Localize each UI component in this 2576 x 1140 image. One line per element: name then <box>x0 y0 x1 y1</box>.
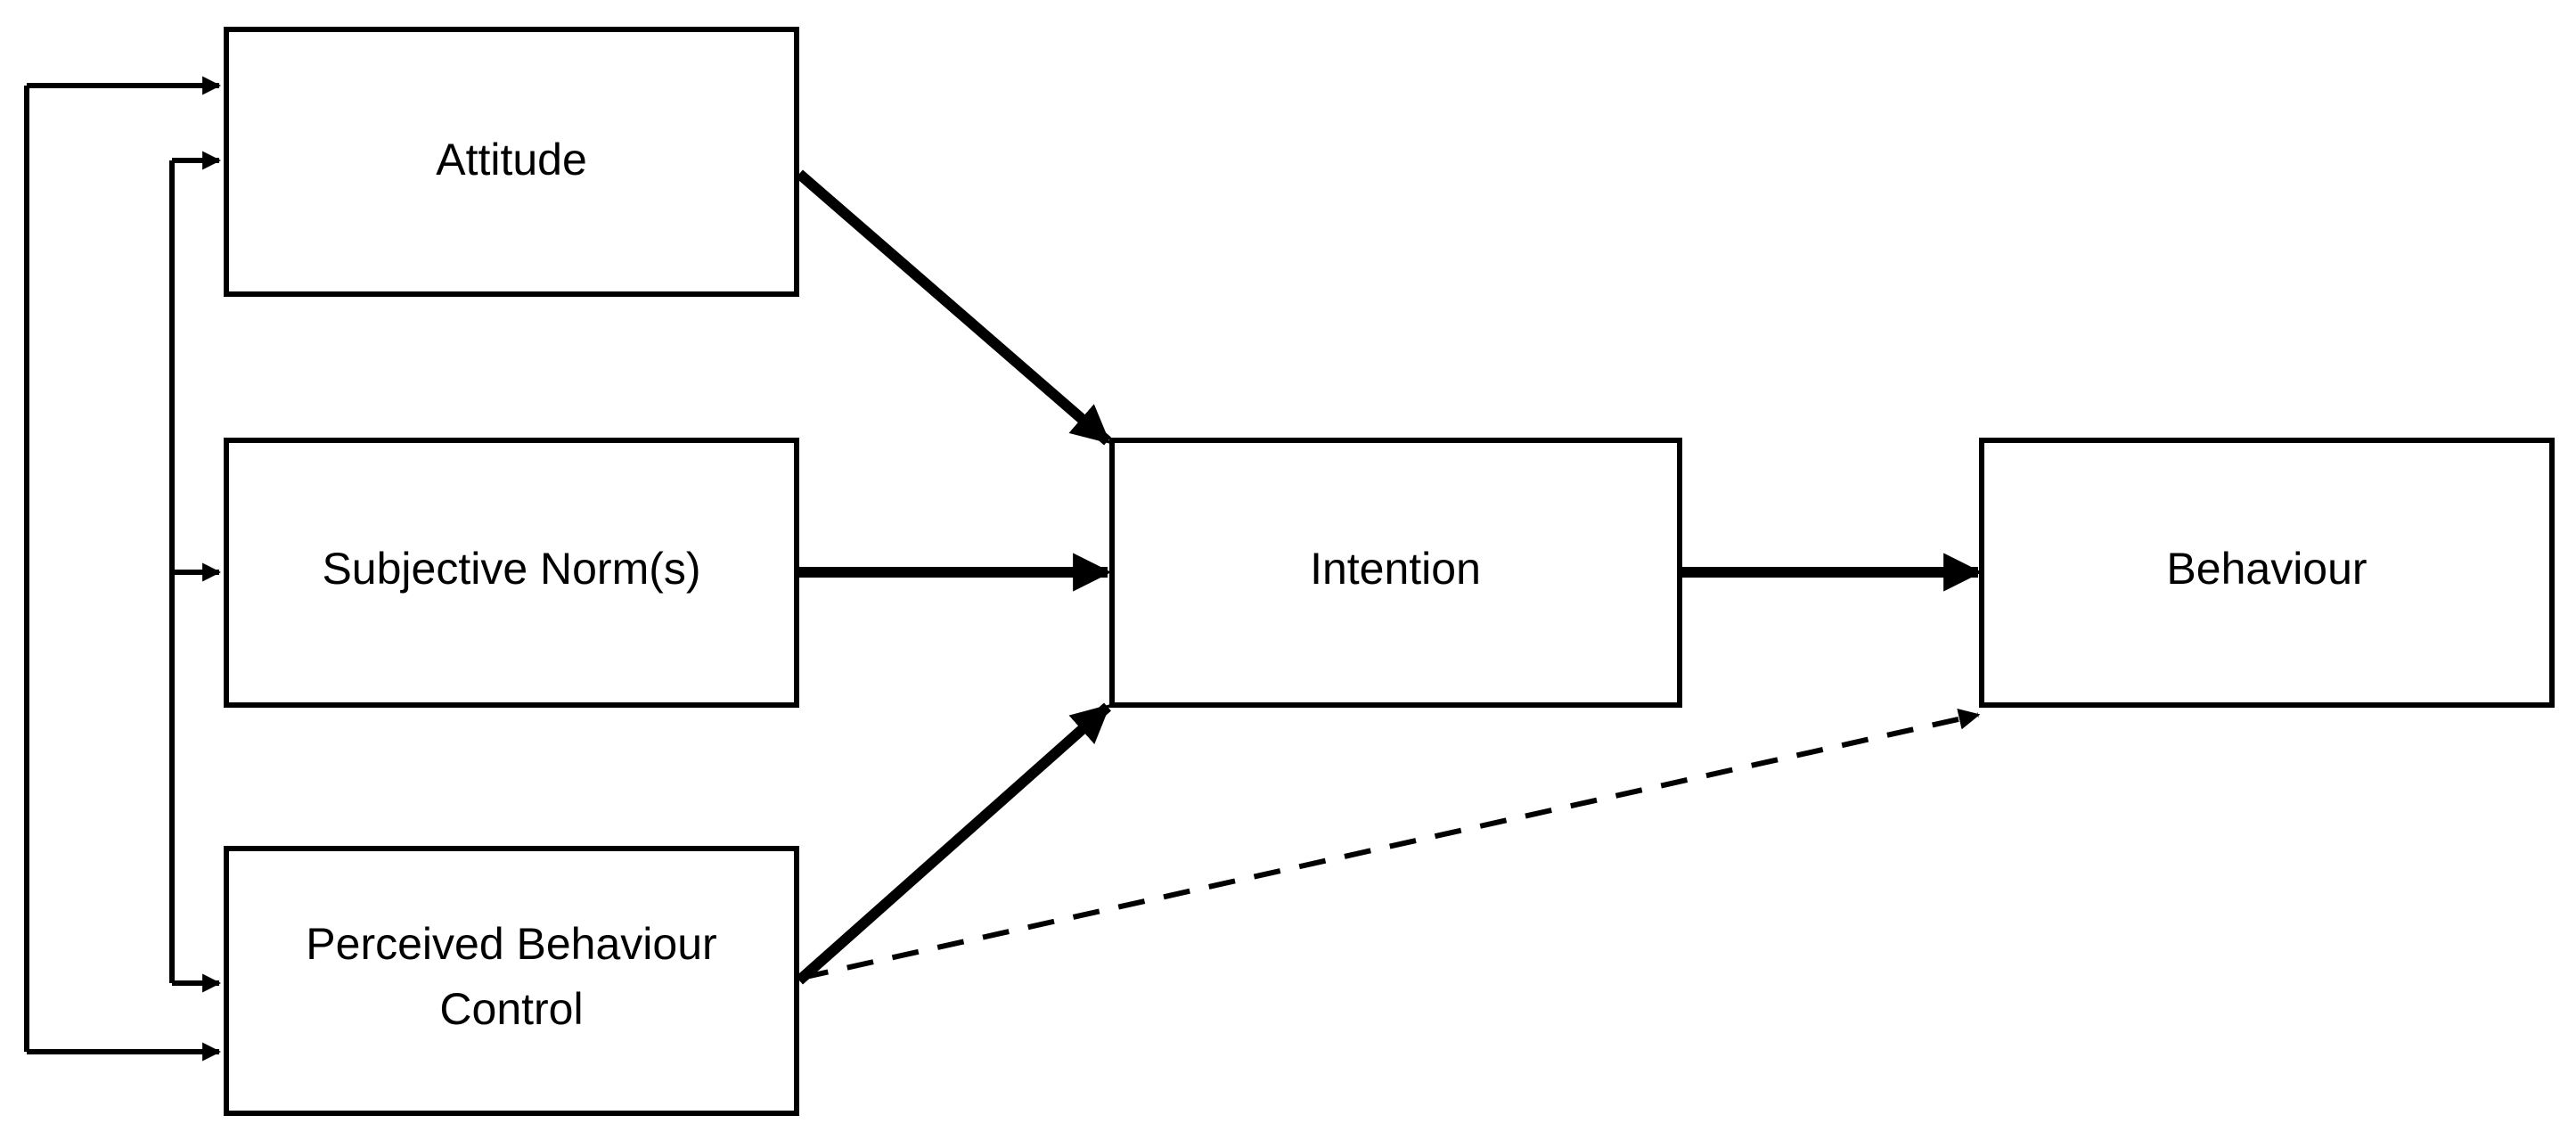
node-attitude-label: Attitude <box>436 135 587 185</box>
node-subjective-norms-label: Subjective Norm(s) <box>322 544 700 594</box>
correlation-attitude-pbc <box>24 76 222 1062</box>
node-pbc-label-line1: Perceived Behaviour <box>306 919 716 969</box>
arrow-attitude-to-intention <box>796 169 1111 446</box>
node-intention: Intention <box>1109 438 1682 708</box>
arrow-pbc-to-intention <box>796 702 1111 985</box>
node-perceived-behaviour-control: Perceived Behaviour Control <box>224 846 799 1116</box>
node-behaviour-label: Behaviour <box>2166 544 2367 594</box>
node-subjective-norms: Subjective Norm(s) <box>224 438 799 708</box>
node-pbc-label-line2: Control <box>439 984 583 1034</box>
node-intention-label: Intention <box>1310 544 1481 594</box>
arrow-pbc-to-behaviour-dashed <box>801 708 1981 980</box>
node-behaviour: Behaviour <box>1979 438 2555 708</box>
correlation-attitude-sn-pbc <box>169 151 222 993</box>
node-attitude: Attitude <box>224 27 799 297</box>
